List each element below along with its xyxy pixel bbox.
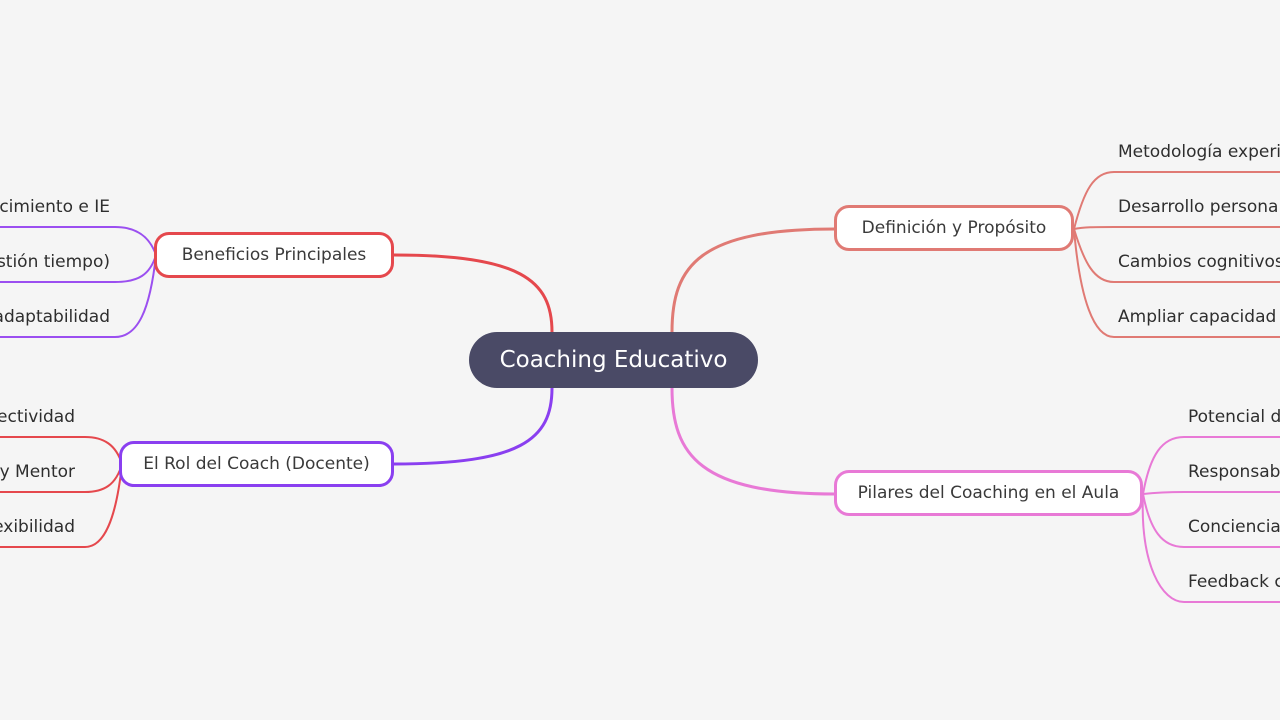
link-central-beneficios bbox=[393, 253, 554, 333]
link-beneficios-child-3 bbox=[0, 254, 157, 338]
leaf-rol-3[interactable]: exibilidad bbox=[0, 517, 75, 537]
branch-label: Definición y Propósito bbox=[861, 218, 1047, 238]
branch-beneficios-principales[interactable]: Beneficios Principales bbox=[154, 232, 394, 278]
leaf-pilares-3[interactable]: Conciencia bbox=[1188, 517, 1280, 537]
leaf-rol-2[interactable]: y Mentor bbox=[0, 462, 75, 482]
link-rol-child-1 bbox=[0, 436, 123, 465]
link-definicion-child-1 bbox=[1073, 171, 1280, 230]
central-topic[interactable]: Coaching Educativo bbox=[469, 332, 758, 388]
link-definicion-child-2 bbox=[1073, 226, 1280, 230]
link-beneficios-child-2 bbox=[0, 254, 157, 283]
link-definicion-child-4 bbox=[1073, 228, 1280, 338]
leaf-beneficios-1[interactable]: ocimiento e IE bbox=[0, 197, 110, 217]
link-central-pilares bbox=[670, 387, 836, 496]
branch-rol-coach[interactable]: El Rol del Coach (Docente) bbox=[119, 441, 394, 487]
leaf-definicion-1[interactable]: Metodología experie bbox=[1118, 142, 1280, 162]
link-pilares-child-2 bbox=[1142, 491, 1280, 495]
leaf-definicion-2[interactable]: Desarrollo personal bbox=[1118, 197, 1280, 217]
link-rol-child-3 bbox=[0, 463, 123, 548]
branch-label: El Rol del Coach (Docente) bbox=[143, 454, 370, 474]
link-pilares-child-4 bbox=[1141, 493, 1280, 603]
leaf-definicion-4[interactable]: Ampliar capacidad d bbox=[1118, 307, 1280, 327]
branch-pilares-coaching[interactable]: Pilares del Coaching en el Aula bbox=[834, 470, 1143, 516]
leaf-definicion-3[interactable]: Cambios cognitivos bbox=[1118, 252, 1280, 272]
leaf-rol-1[interactable]: ectividad bbox=[0, 407, 75, 427]
branch-definicion-proposito[interactable]: Definición y Propósito bbox=[834, 205, 1074, 251]
link-pilares-child-3 bbox=[1142, 493, 1280, 548]
branch-label: Pilares del Coaching en el Aula bbox=[857, 483, 1120, 503]
link-central-definicion bbox=[670, 227, 836, 333]
link-pilares-child-1 bbox=[1142, 436, 1280, 495]
leaf-pilares-1[interactable]: Potencial d bbox=[1188, 407, 1280, 427]
leaf-beneficios-3[interactable]: adaptabilidad bbox=[0, 307, 110, 327]
link-definicion-child-3 bbox=[1073, 228, 1280, 283]
leaf-pilares-4[interactable]: Feedback c bbox=[1188, 572, 1280, 592]
link-beneficios-child-1 bbox=[0, 226, 157, 256]
link-central-rol bbox=[393, 387, 554, 466]
central-topic-label: Coaching Educativo bbox=[499, 347, 728, 373]
leaf-beneficios-2[interactable]: stión tiempo) bbox=[0, 252, 110, 272]
branch-label: Beneficios Principales bbox=[181, 245, 367, 265]
leaf-pilares-2[interactable]: Responsab bbox=[1188, 462, 1280, 482]
